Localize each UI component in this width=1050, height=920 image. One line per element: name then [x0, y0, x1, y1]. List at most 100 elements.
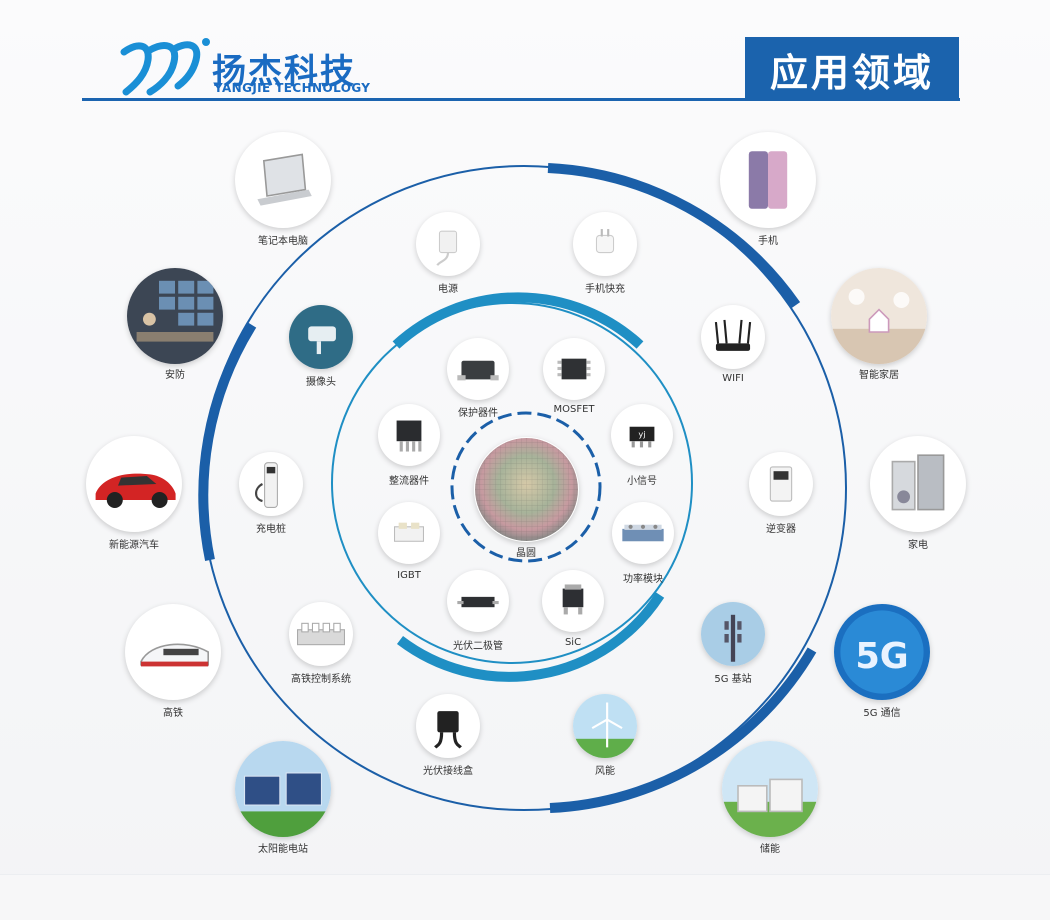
- outer-node-smart-home: [831, 268, 927, 364]
- middle-label-wind: 风能: [595, 766, 615, 777]
- mosfet-chip-icon: [557, 358, 591, 380]
- security-icon: [127, 268, 223, 364]
- middle-label-rail-control: 高铁控制系统: [291, 674, 351, 685]
- outer-ring-arc-bottom-right: [549, 647, 817, 813]
- svg-text:yj: yj: [638, 429, 645, 439]
- middle-label-5g-station: 5G 基站: [714, 674, 752, 685]
- outer-label-solar-station: 太阳能电站: [258, 844, 308, 855]
- inner-node-rectifier: [378, 404, 440, 466]
- middle-node-fast-charge: [573, 212, 637, 276]
- camera-icon: [289, 305, 353, 369]
- middle-label-wifi: WIFI: [722, 373, 744, 384]
- rectifier-icon: [396, 420, 422, 452]
- solar-station-icon: [235, 741, 331, 837]
- outer-label-smart-home: 智能家居: [859, 370, 899, 381]
- power-module-icon: [622, 524, 664, 542]
- middle-label-inverter: 逆变器: [766, 524, 796, 535]
- sic-device-icon: [562, 584, 584, 615]
- middle-label-fast-charge: 手机快充: [585, 284, 625, 295]
- wafer-node: [474, 437, 579, 542]
- inner-node-small-signal: yj: [611, 404, 673, 466]
- middle-node-5g-station: [701, 602, 765, 666]
- company-name-en: YANGJIE TECHNOLOGY: [214, 81, 371, 95]
- inner-label-protection: 保护器件: [458, 408, 498, 419]
- middle-node-inverter: [749, 452, 813, 516]
- inverter-icon: [769, 466, 793, 502]
- outer-node-phone: [720, 132, 816, 228]
- inner-node-sic: [542, 570, 604, 632]
- outer-label-5g-comm: 5G 通信: [863, 708, 901, 719]
- middle-node-rail-control: [289, 602, 353, 666]
- outer-node-security: [127, 268, 223, 364]
- middle-ring: [331, 302, 693, 664]
- fast-charger-icon: [595, 229, 615, 254]
- outer-node-solar-station: [235, 741, 331, 837]
- outer-label-appliance: 家电: [908, 540, 928, 551]
- outer-node-5g-comm: 5G: [834, 604, 930, 700]
- middle-node-camera: [289, 305, 353, 369]
- inner-label-pv-diode: 光伏二极管: [453, 641, 503, 652]
- inner-dashed-ring: [450, 411, 602, 563]
- outer-node-laptop: [235, 132, 331, 228]
- diode-package-icon: [457, 360, 499, 381]
- company-name-cn: 扬杰科技: [212, 52, 356, 92]
- igbt-icon: [394, 522, 424, 542]
- middle-node-junction-box: [416, 694, 480, 758]
- inner-label-mosfet: MOSFET: [553, 404, 595, 415]
- rail-control-icon: [297, 622, 345, 646]
- 5g-icon-text: 5G: [855, 636, 908, 677]
- inner-node-protection: [447, 338, 509, 400]
- middle-label-charging-pile: 充电桩: [256, 524, 286, 535]
- inner-label-rectifier: 整流器件: [389, 476, 429, 487]
- outer-label-phone: 手机: [758, 236, 778, 247]
- junction-box-icon: [434, 711, 462, 749]
- wafer-icon: [475, 438, 578, 541]
- middle-ring-arc-bottom: [396, 592, 665, 682]
- outer-ring-arc-left: [198, 322, 257, 562]
- appliance-icon: [891, 454, 945, 511]
- outer-node-ev: [86, 436, 182, 532]
- energy-storage-icon: [722, 741, 818, 837]
- base-station-icon: [701, 602, 765, 666]
- wafer-label: 晶圆: [516, 548, 536, 559]
- company-logo-icon: [120, 38, 210, 96]
- 5g-icon: 5G: [834, 604, 930, 700]
- outer-label-energy-storage: 储能: [760, 844, 780, 855]
- high-speed-train-icon: [140, 643, 209, 667]
- laptop-icon: [257, 153, 312, 206]
- inner-label-small-signal: 小信号: [627, 476, 657, 487]
- section-title: 应用领域: [745, 37, 959, 101]
- outer-ring-arc-top-right: [547, 163, 801, 308]
- outer-label-high-speed-train: 高铁: [163, 708, 183, 719]
- phone-icon: [748, 151, 788, 209]
- inner-label-igbt: IGBT: [397, 570, 421, 581]
- power-adapter-icon: [436, 230, 458, 266]
- bottom-band: [0, 874, 1050, 920]
- outer-label-security: 安防: [165, 370, 185, 381]
- small-signal-icon: yj: [629, 426, 655, 448]
- wifi-router-icon: [714, 319, 752, 351]
- wind-turbine-icon: [573, 694, 637, 758]
- middle-node-charging-pile: [239, 452, 303, 516]
- outer-label-laptop: 笔记本电脑: [258, 236, 308, 247]
- ev-car-icon: [95, 473, 176, 508]
- outer-label-ev: 新能源汽车: [109, 540, 159, 551]
- header-divider: [82, 98, 960, 101]
- middle-node-wind: [573, 694, 637, 758]
- outer-node-appliance: [870, 436, 966, 532]
- outer-node-high-speed-train: [125, 604, 221, 700]
- middle-label-junction-box: 光伏接线盒: [423, 766, 473, 777]
- middle-label-power-supply: 电源: [438, 284, 458, 295]
- inner-node-power-module: [612, 502, 674, 564]
- smart-home-icon: [831, 268, 927, 364]
- outer-node-energy-storage: [722, 741, 818, 837]
- inner-node-mosfet: [543, 338, 605, 400]
- inner-node-igbt: [378, 502, 440, 564]
- inner-label-power-module: 功率模块: [623, 574, 663, 585]
- middle-label-camera: 摄像头: [306, 377, 336, 388]
- pv-diode-icon: [457, 596, 499, 608]
- charging-pile-icon: [255, 462, 278, 508]
- middle-node-wifi: [701, 305, 765, 369]
- middle-node-power-supply: [416, 212, 480, 276]
